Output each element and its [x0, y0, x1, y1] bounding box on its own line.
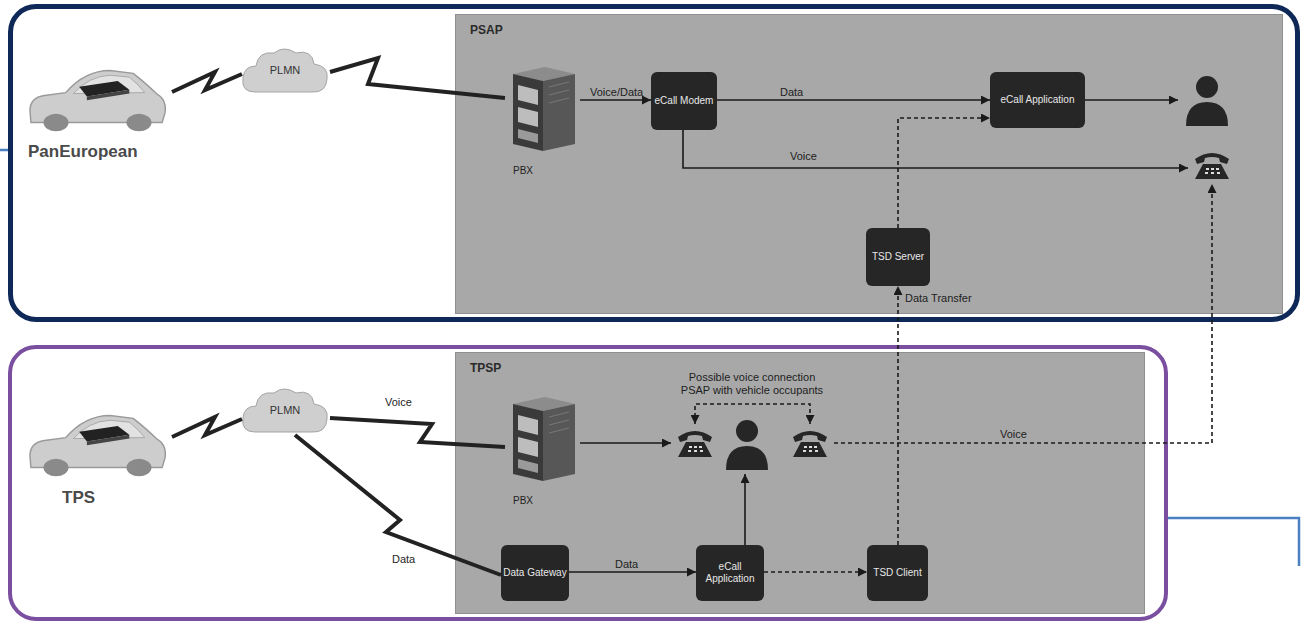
label-holder: Data: [392, 553, 415, 566]
note-label: Voice: [1000, 428, 1027, 440]
scenario-panel: TPS PLMN TPSP PBX Data Gateway eCall Applicat…: [8, 345, 1168, 621]
node-text: TSD Server: [870, 251, 926, 263]
connector: [764, 571, 867, 573]
node-text: PLMN: [270, 404, 301, 416]
node-text: PBX: [513, 165, 533, 176]
node-text: eCall Modem: [653, 95, 716, 107]
node-text: PanEuropean: [28, 142, 138, 161]
process-box: eCall Application: [990, 72, 1085, 128]
text-holder: TPSP: [470, 358, 501, 376]
text-holder: PanEuropean: [28, 142, 138, 162]
text-holder: TPS: [62, 488, 95, 508]
edge-label: Data: [615, 558, 638, 570]
label-holder: Voice: [790, 150, 817, 163]
data-line: [1085, 99, 1178, 101]
node-text: PSAP: [470, 23, 503, 37]
label-holder: Data: [780, 86, 803, 99]
process-box: Data Gateway: [501, 545, 569, 601]
vehicle: [30, 70, 165, 131]
pbx-server: PBX: [505, 395, 580, 507]
label-holder: Voice/Data: [590, 86, 643, 99]
voice-line: [683, 130, 1188, 168]
scenario-panel: PanEuropean PLMN PSAP PBX eCall Modem eCall A…: [8, 4, 1300, 322]
label-holder: Data: [615, 558, 638, 571]
edge-label: Data: [392, 553, 415, 565]
connector: [580, 99, 651, 101]
radio-link: [172, 417, 242, 437]
radio-link: [295, 435, 501, 575]
link-stub: [1168, 518, 1299, 566]
node-text: PBX: [513, 495, 533, 506]
note-label: Possible voice connection PSAP with vehi…: [681, 371, 823, 396]
process-box: eCall Application: [696, 545, 764, 601]
edge-label: Voice: [385, 396, 412, 408]
edge-label: Data: [780, 86, 803, 98]
phone-icon: [793, 431, 827, 457]
pbx-server: PBX: [505, 65, 580, 177]
centre-area: PSAP PBX eCall Modem eCall ApplicationTSD S…: [455, 14, 1283, 314]
radio-link: [330, 58, 505, 98]
radio-link: [172, 72, 242, 92]
node-text: eCall Application: [696, 561, 764, 585]
process-box: TSD Client: [867, 545, 928, 601]
illustration: [0, 70, 1299, 566]
connector: [898, 118, 990, 228]
note-label: Voice: [790, 150, 817, 162]
node-text: Data Gateway: [501, 567, 568, 579]
connector: [569, 571, 696, 573]
node-text: PLMN: [270, 64, 301, 76]
label-holder: Voice: [385, 396, 412, 409]
edge-label: Voice/Data: [590, 86, 643, 98]
operator-icon: [726, 420, 768, 470]
edge-label: Data Transfer: [905, 292, 972, 304]
process-box: eCall Modem: [651, 72, 717, 130]
text-holder: PBX: [513, 160, 533, 178]
node-text: TPS: [62, 488, 95, 507]
server-icon: [505, 395, 580, 483]
process-box: TSD Server: [866, 228, 930, 286]
connector: [897, 286, 899, 545]
data-line: [744, 474, 746, 545]
voice-bracket: [695, 404, 810, 424]
node-text: eCall Application: [999, 94, 1077, 106]
text-holder: PBX: [513, 490, 533, 508]
server-icon: [505, 65, 580, 153]
node-text: TPSP: [470, 361, 501, 375]
label-holder: Data Transfer: [905, 292, 972, 305]
connector: [717, 99, 990, 101]
phone-icon: [1195, 153, 1229, 179]
voice-line: [834, 184, 1212, 443]
phone-icon: [678, 431, 712, 457]
link-stub: [0, 149, 8, 152]
network-cloud: PLMN: [240, 45, 330, 95]
radio-link: [330, 418, 505, 447]
network-cloud: PLMN: [240, 385, 330, 435]
node-text: TSD Client: [871, 567, 923, 579]
operator-icon: [1186, 76, 1228, 126]
vehicle: [30, 415, 165, 476]
label-holder: Possible voice connection PSAP with vehi…: [677, 371, 827, 397]
text-holder: PSAP: [470, 20, 503, 38]
voice-line: [580, 442, 671, 444]
label-holder: Voice: [1000, 428, 1027, 441]
